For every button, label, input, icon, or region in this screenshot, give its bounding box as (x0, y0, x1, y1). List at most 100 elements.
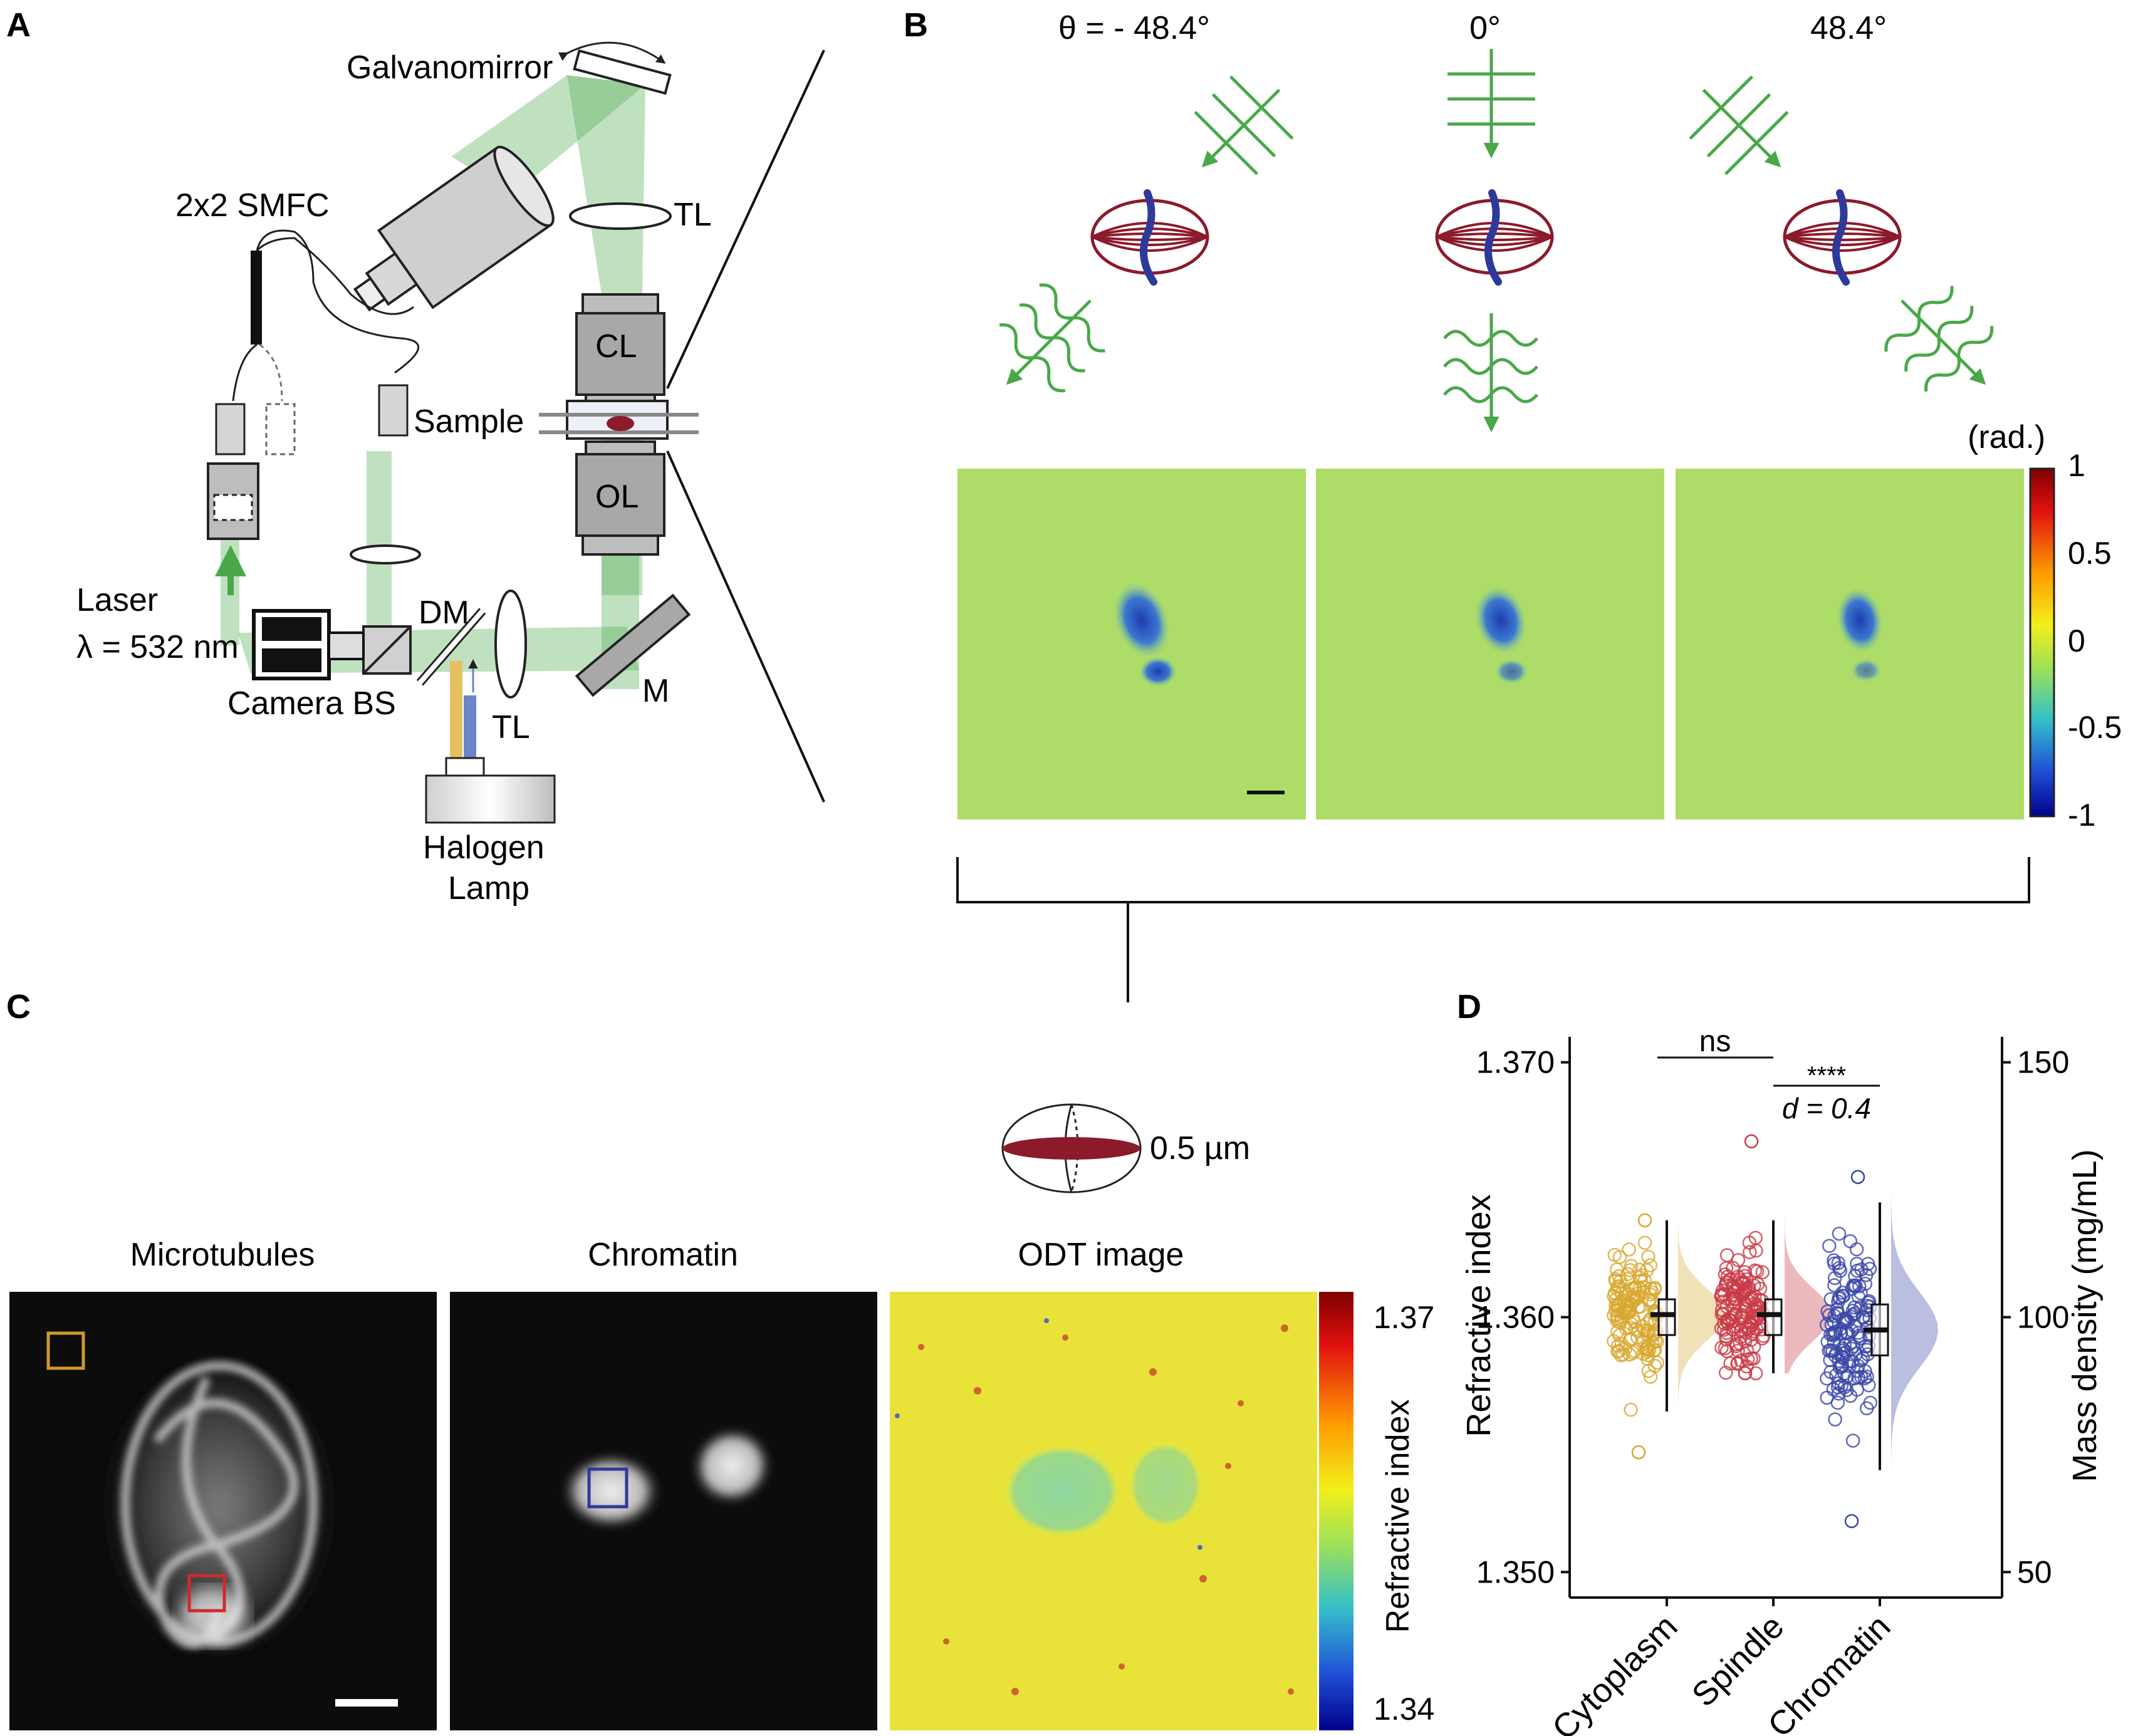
tl-bottom-label: TL (492, 709, 530, 746)
data-point-cytoplasm (1622, 1242, 1636, 1257)
phase-image-right (1676, 469, 2024, 819)
y-tick-label: 1.360 (1476, 1300, 1555, 1335)
violin-cytoplasm (1678, 1220, 1725, 1453)
fiber-collimator (353, 145, 555, 312)
data-point-chromatin (1823, 1292, 1838, 1306)
data-point-chromatin (1848, 1269, 1862, 1284)
x-tick-label: Spindle (1685, 1608, 1791, 1714)
data-point-chromatin (1845, 1433, 1860, 1448)
laser-label: Laser (76, 582, 158, 618)
roi-chromatin (587, 1467, 628, 1509)
ol-label: OL (595, 479, 639, 515)
camera (252, 609, 365, 680)
data-point-chromatin (1824, 1318, 1839, 1332)
roi-cytoplasm (46, 1331, 85, 1370)
data-point-spindle (1718, 1365, 1733, 1380)
data-point-spindle (1725, 1294, 1740, 1309)
data-point-spindle (1726, 1319, 1741, 1334)
data-point-cytoplasm (1648, 1333, 1663, 1348)
data-point-cytoplasm (1626, 1294, 1640, 1309)
galvanomirror-label: Galvanomirror (347, 49, 553, 86)
outlier-high-chromatin (1850, 1170, 1865, 1184)
data-point-spindle (1750, 1297, 1765, 1312)
data-point-chromatin (1837, 1343, 1852, 1358)
illumination-center (1437, 49, 1552, 429)
data-point-spindle (1734, 1353, 1748, 1368)
data-point-spindle (1755, 1265, 1770, 1280)
data-point-spindle (1748, 1366, 1763, 1381)
y2-tick-label: 150 (2017, 1045, 2069, 1080)
data-point-cytoplasm (1634, 1273, 1649, 1288)
data-point-cytoplasm (1640, 1348, 1656, 1363)
data-point-cytoplasm (1641, 1363, 1656, 1378)
data-point-spindle (1740, 1352, 1755, 1367)
data-point-cytoplasm (1610, 1262, 1624, 1277)
outlier-low-chromatin (1844, 1514, 1859, 1529)
fiber-coupler (207, 229, 420, 595)
condenser-lens (575, 293, 665, 408)
data-point-cytoplasm (1643, 1258, 1658, 1273)
phase-tick-4: -0.5 (2068, 710, 2122, 745)
sample (539, 400, 699, 440)
phase-colorbar: (rad.) 1 0.5 0 -0.5 -1 (1968, 419, 2122, 833)
data-point-cytoplasm (1628, 1322, 1643, 1337)
data-point-chromatin (1851, 1370, 1865, 1385)
data-point-cytoplasm (1643, 1370, 1658, 1384)
panel-letter-a: A (6, 6, 31, 44)
mirror (575, 593, 691, 697)
box-spindle (1764, 1298, 1783, 1336)
violin-spindle (1785, 1141, 1832, 1373)
data-point-chromatin (1820, 1371, 1834, 1386)
data-point-chromatin (1849, 1242, 1864, 1257)
panel-letter-b: B (904, 6, 928, 44)
data-point-chromatin (1827, 1309, 1842, 1323)
data-point-cytoplasm (1618, 1341, 1633, 1356)
y-tick-label: 1.350 (1476, 1554, 1555, 1589)
data-point-chromatin (1820, 1334, 1835, 1349)
smfc-label: 2x2 SMFC (175, 187, 330, 224)
halogen-label-1: Halogen (423, 829, 545, 866)
data-point-spindle (1738, 1282, 1753, 1297)
data-point-cytoplasm (1634, 1268, 1649, 1282)
sig-label-effect-size: d = 0.4 (1782, 1092, 1871, 1125)
data-point-chromatin (1827, 1314, 1841, 1329)
beam-splitter (362, 625, 412, 675)
objective-lens (575, 440, 665, 556)
tl-top-label: TL (674, 197, 712, 233)
data-point-chromatin (1853, 1331, 1868, 1346)
illumination-right (1672, 59, 2016, 416)
data-point-chromatin (1851, 1329, 1866, 1343)
data-point-cytoplasm (1614, 1348, 1628, 1363)
camera-bs-label: Camera BS (227, 685, 396, 722)
tube-lens-bottom (494, 590, 527, 699)
data-point-chromatin (1862, 1378, 1876, 1393)
dm-label: DM (419, 595, 469, 631)
data-point-chromatin (1858, 1276, 1872, 1291)
outlier-high-cytoplasm (1637, 1213, 1652, 1228)
data-point-cytoplasm (1610, 1324, 1625, 1339)
data-point-cytoplasm (1630, 1286, 1645, 1301)
data-point-chromatin (1862, 1294, 1877, 1309)
title-microtubules: Microtubules (130, 1237, 315, 1273)
data-point-chromatin (1822, 1239, 1837, 1253)
ri-colorbar: 1.37 1.34 Refractive index (1319, 1292, 1434, 1730)
data-point-spindle (1714, 1302, 1729, 1318)
data-point-cytoplasm (1647, 1281, 1662, 1296)
data-point-chromatin (1862, 1262, 1877, 1276)
data-point-chromatin (1843, 1234, 1858, 1249)
data-point-spindle (1723, 1356, 1738, 1371)
phase-tick-1: 1 (2068, 448, 2085, 483)
data-point-chromatin (1835, 1286, 1850, 1300)
ellipsoid-scale (1001, 1103, 1142, 1193)
cl-label: CL (595, 328, 637, 365)
ri-colorbar-title: Refractive index (1380, 1400, 1416, 1633)
microtubules-image (9, 1292, 437, 1730)
sample-label: Sample (414, 403, 524, 440)
angle-center-label: 0° (1469, 10, 1501, 46)
data-point-cytoplasm (1637, 1235, 1652, 1250)
data-point-cytoplasm (1630, 1330, 1645, 1344)
phase-image-left (957, 469, 1306, 819)
data-point-chromatin (1845, 1304, 1860, 1318)
x-tick-label: Cytoplasm (1545, 1608, 1685, 1736)
